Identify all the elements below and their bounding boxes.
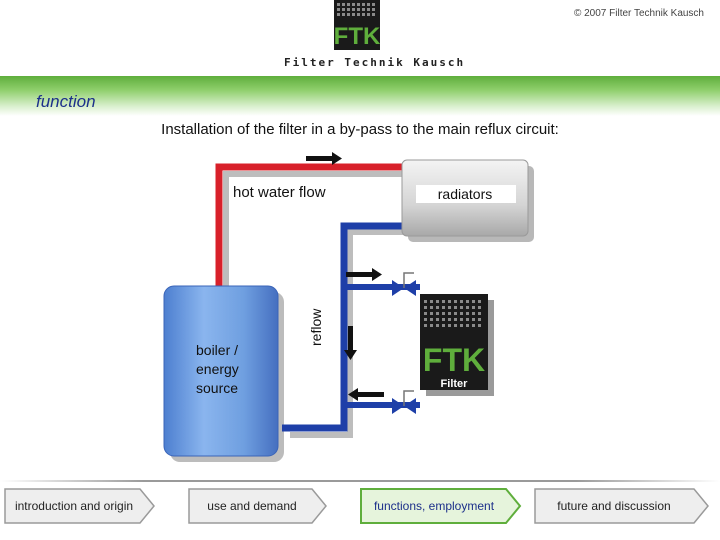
nav-arrow-shape [188,488,327,524]
boiler-label-line2: energy [196,361,239,377]
arrow-right-bypass-icon [346,268,382,281]
logo-name: Filter Technik Kausch [284,56,466,69]
section-title: function [36,92,96,111]
boiler-label-line1: boiler / [196,342,238,358]
nav-label-use-demand: use and demand [207,499,297,513]
footer-divider [0,480,720,482]
header-band [0,76,720,116]
radiators-label: radiators [438,186,492,202]
boiler-label-line3: source [196,380,238,396]
nav-arrow-shape-active [360,488,522,524]
nav-use-demand-button[interactable]: use and demand [188,488,328,524]
nav-label-introduction: introduction and origin [14,499,134,513]
nav-functions-button[interactable]: functions, employment [360,488,522,524]
boiler-tank [163,285,279,457]
valve-bottom-icon [392,390,416,414]
ftk-filter-unit: FTK Filter [420,294,488,390]
nav-label-functions: functions, employment [373,499,495,513]
arrow-right-icon [306,152,342,165]
filter-mark-text: FTK [423,342,485,378]
filter-label-text: Filter [441,378,469,390]
hot-water-flow-label: hot water flow [233,184,326,201]
reflow-label: reflow [308,308,324,346]
arrow-left-icon [348,388,384,401]
arrow-down-icon [344,326,357,360]
nav-future-button[interactable]: future and discussion [534,488,710,524]
hot-water-pipe [215,163,404,288]
nav-arrow-shape [4,488,155,524]
logo-mark-text: FTK [334,23,381,50]
valve-top-icon [392,272,416,296]
reflow-pipe [282,222,404,432]
nav-arrow-shape [534,488,709,524]
nav-label-future: future and discussion [557,499,671,513]
ftk-logo: FTK [334,0,381,50]
page-subtitle: Installation of the filter in a by-pass … [161,121,559,138]
copyright-text: © 2007 Filter Technik Kausch [573,8,704,19]
nav-introduction-button[interactable]: introduction and origin [4,488,156,524]
